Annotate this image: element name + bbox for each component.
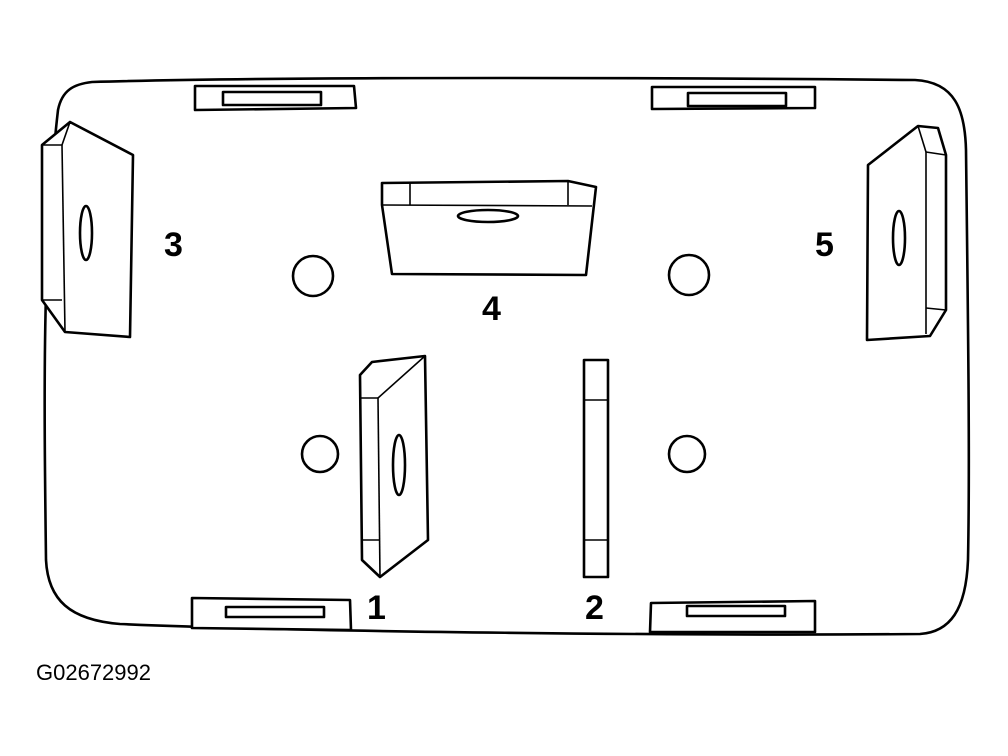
terminal-label-2: 2	[585, 589, 604, 627]
pin-hole-upper-right	[667, 253, 711, 297]
retaining-clip-top-right	[650, 85, 817, 111]
pin-hole-lower-right	[667, 434, 707, 474]
connector-housing	[43, 76, 971, 636]
retaining-clip-bottom-right	[648, 599, 817, 634]
terminal-label-5: 5	[815, 226, 834, 264]
terminal-label-1: 1	[367, 589, 386, 627]
terminal-1-blade	[358, 354, 430, 579]
terminal-5-blade	[865, 124, 948, 342]
terminal-label-4: 4	[482, 290, 501, 328]
terminal-2-blade	[582, 358, 610, 579]
retaining-clip-top-left	[193, 84, 358, 112]
terminal-3-blade	[40, 120, 135, 339]
pin-hole-lower-left	[300, 434, 340, 474]
terminal-4-blade	[380, 179, 598, 277]
figure-code: G02672992	[36, 660, 151, 685]
retaining-clip-bottom-left	[190, 596, 353, 632]
terminal-label-3: 3	[164, 226, 183, 264]
pin-hole-upper-left	[291, 254, 335, 298]
